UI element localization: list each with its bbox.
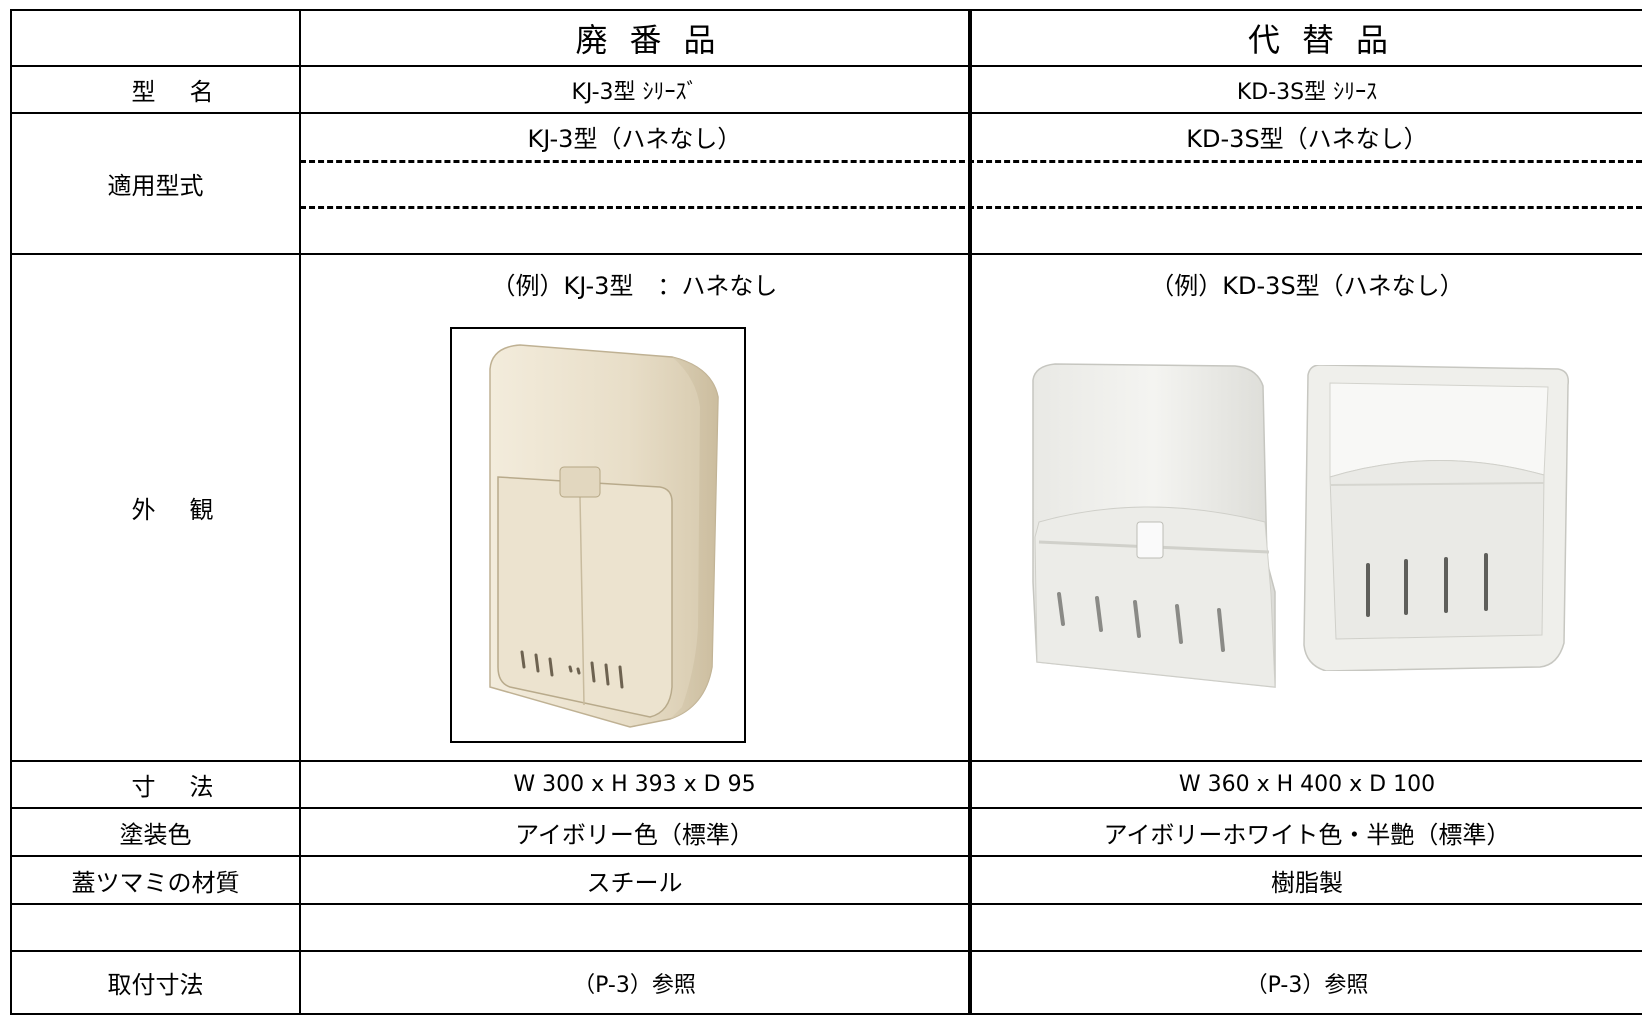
column-divider	[10, 9, 12, 1015]
row-divider	[10, 1013, 1642, 1015]
row-divider	[10, 112, 1642, 114]
label-mounting-dimensions: 取付寸法	[107, 971, 204, 999]
label-applicable-type: 適用型式	[107, 172, 204, 200]
old-knob-material: スチール	[586, 868, 683, 897]
column-divider	[299, 9, 301, 1015]
row-divider	[10, 807, 1642, 809]
row-divider	[10, 9, 1642, 11]
kj3-product-image	[450, 327, 746, 743]
row-divider	[10, 760, 1642, 762]
label-dimensions: 寸法	[131, 773, 248, 801]
row-divider	[10, 950, 1642, 952]
new-mounting-reference: （P-3）参照	[1245, 972, 1369, 998]
label-model-name: 型名	[131, 78, 248, 106]
label-knob-material: 蓋ツマミの材質	[71, 868, 240, 897]
old-mounting-reference: （P-3）参照	[573, 972, 696, 998]
label-appearance: 外観	[131, 496, 248, 524]
row-divider	[10, 65, 1642, 67]
new-paint-color: アイボリーホワイト色・半艶（標準）	[1103, 820, 1511, 849]
row-divider	[10, 903, 1642, 905]
old-model-name: KJ-3型 ｼﾘｰｽﾞ	[571, 79, 698, 105]
new-appearance-caption: （例）KD-3S型（ハネなし）	[1150, 271, 1464, 300]
column-divider	[968, 9, 972, 1015]
old-dimensions: W 300 x H 393 x D 95	[513, 772, 756, 797]
new-dimensions: W 360 x H 400 x D 100	[1178, 772, 1436, 797]
label-paint-color: 塗装色	[119, 820, 192, 849]
row-divider	[10, 253, 1642, 255]
old-applicable-type: KJ-3型（ハネなし）	[527, 124, 742, 153]
new-knob-material: 樹脂製	[1271, 868, 1343, 897]
new-applicable-type: KD-3S型（ハネなし）	[1186, 124, 1428, 153]
old-appearance-caption: （例）KJ-3型 ：ハネなし	[491, 271, 778, 300]
kd3s-product-image-front	[1032, 363, 1276, 688]
header-replacement: 代替品	[1247, 21, 1410, 59]
kd3s-product-image-inside	[1303, 365, 1570, 671]
new-model-name: KD-3S型 ｼﾘｰｽ	[1236, 79, 1378, 105]
row-divider	[10, 855, 1642, 857]
old-paint-color: アイボリー色（標準）	[515, 820, 754, 849]
header-discontinued: 廃番品	[575, 21, 738, 59]
